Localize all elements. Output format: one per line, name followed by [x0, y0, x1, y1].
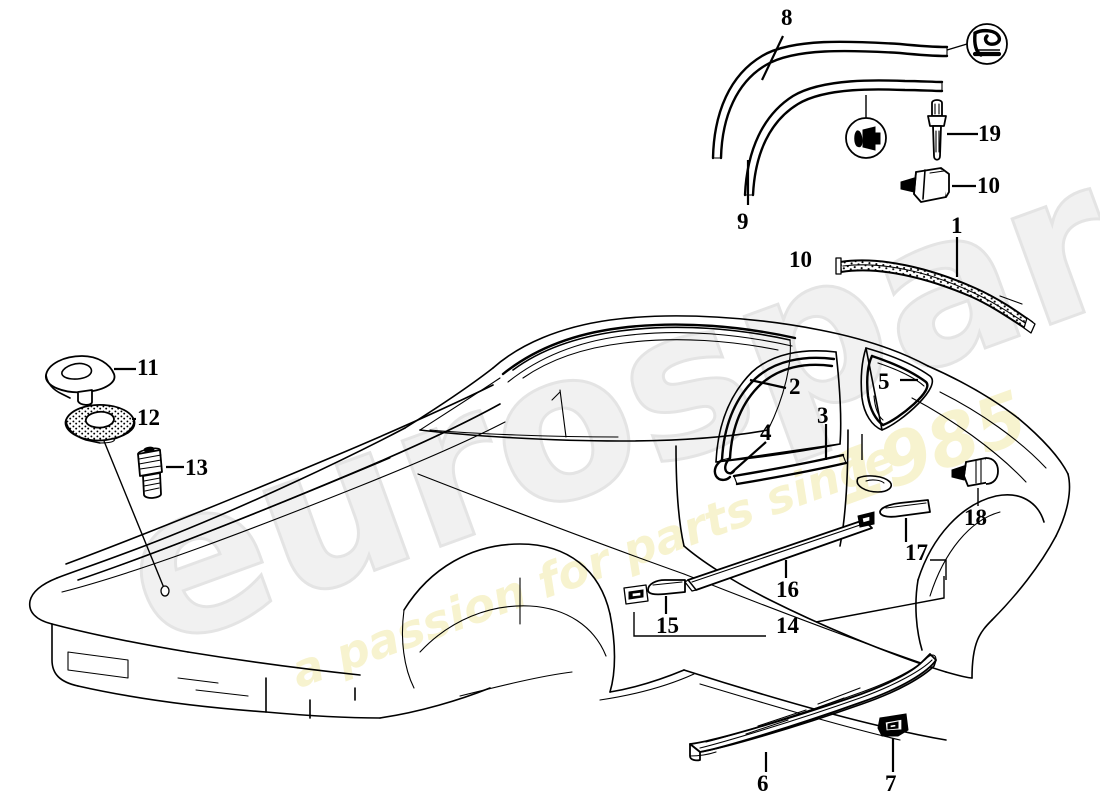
- callout-8[interactable]: 8: [781, 5, 793, 30]
- vehicle-body-shell: [28, 295, 1071, 741]
- part-15-moulding-end-cap: [647, 579, 686, 596]
- part-11-aerial-cover: [45, 355, 116, 407]
- callout-7[interactable]: 7: [885, 771, 897, 796]
- leader-4: [729, 441, 767, 475]
- callout-6[interactable]: 6: [757, 771, 769, 796]
- leader-12-to-hole: [103, 440, 165, 589]
- aerial-hole: [160, 585, 170, 597]
- callout-4[interactable]: 4: [760, 420, 772, 445]
- callout-5[interactable]: 5: [878, 369, 890, 394]
- part-10-spring-clip: [900, 167, 950, 203]
- detail-bubble-cross-section: [845, 95, 887, 159]
- callout-1[interactable]: 1: [951, 213, 963, 238]
- leader-8: [761, 35, 784, 81]
- callout-12[interactable]: 12: [137, 405, 160, 430]
- part-9-roof-moulding-right: [743, 79, 944, 197]
- part-16-door-side-moulding: [684, 511, 875, 592]
- part-12-aerial-gasket: [64, 404, 136, 444]
- part-18-filler-flap-stud: [951, 457, 999, 506]
- leader-2: [749, 378, 787, 390]
- callout-10-ref[interactable]: 10: [789, 247, 812, 272]
- part-6-sill-moulding: [689, 653, 937, 762]
- detail-bubble-hook-section: [966, 23, 1008, 65]
- callout-10[interactable]: 10: [977, 173, 1000, 198]
- callout-2[interactable]: 2: [789, 374, 801, 399]
- callout-9[interactable]: 9: [737, 209, 749, 234]
- callout-16[interactable]: 16: [776, 577, 799, 602]
- body-trim-marker: [623, 584, 649, 605]
- part-1-drip-rail-moulding: [835, 257, 1036, 334]
- part-13-threaded-bush: [137, 446, 163, 499]
- callout-3[interactable]: 3: [817, 403, 829, 428]
- bracket-14: [815, 576, 945, 623]
- part-19-expanding-rivet: [927, 99, 947, 161]
- callout-17[interactable]: 17: [905, 540, 928, 565]
- leader-bubbleA: [946, 43, 968, 51]
- callout-18[interactable]: 18: [964, 505, 987, 530]
- bracket-17: [930, 559, 947, 580]
- callout-19[interactable]: 19: [978, 121, 1001, 146]
- bracket-15: [633, 612, 766, 637]
- part-17-rear-moulding-segment: [879, 499, 931, 518]
- callout-15[interactable]: 15: [656, 613, 679, 638]
- part-7-sill-clip: [877, 713, 909, 737]
- callout-13[interactable]: 13: [185, 455, 208, 480]
- part-8-roof-moulding-left: [711, 40, 949, 160]
- callout-14[interactable]: 14: [776, 613, 799, 638]
- callout-11[interactable]: 11: [137, 355, 159, 380]
